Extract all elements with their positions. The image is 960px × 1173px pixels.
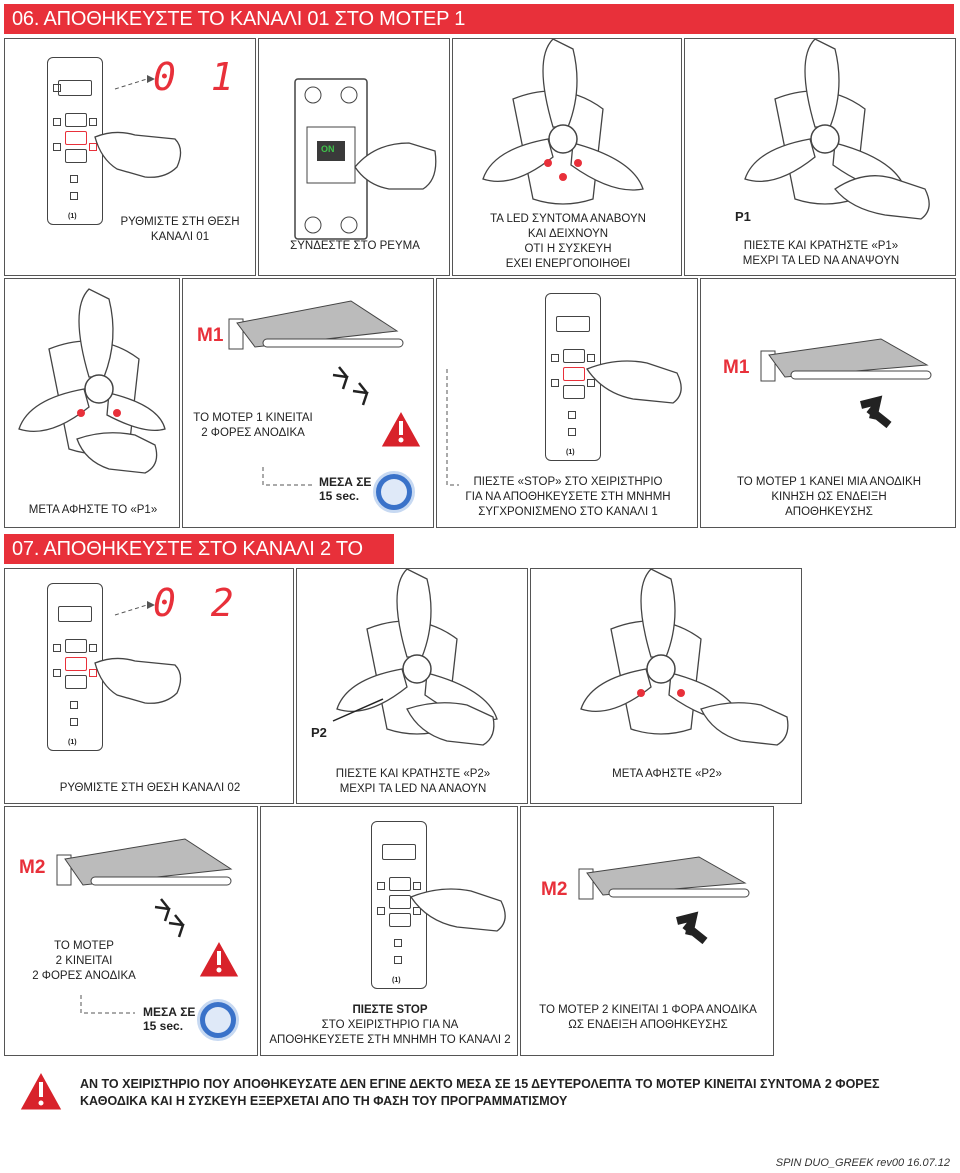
breaker-illustration: [294, 78, 437, 240]
step-panel-power-on: ON ΣΥΝΔΕΣΤΕ ΣΤΟ ΡΕΥΜΑ: [258, 38, 450, 276]
clock-icon: [373, 471, 415, 513]
key-label-p2: P2: [311, 725, 327, 740]
display-digits: 0 2: [153, 581, 240, 625]
motor-label: M2: [541, 879, 568, 900]
remote-control: (1): [545, 293, 601, 461]
motor-label: M1: [723, 357, 750, 378]
warning-icon: [19, 1070, 63, 1111]
display-digits: 0 1: [153, 55, 240, 99]
remote-control: (1): [47, 57, 103, 225]
hand-illustration: [410, 888, 506, 932]
awning-illustration: [760, 338, 932, 429]
caption: ΜΕΤΑ ΑΦΗΣΤΕ «P2»: [612, 768, 722, 780]
warning-note: ΑΝ ΤΟ ΧΕΙΡΙΣΤΗΡΙΟ ΠΟΥ ΑΠΟΘΗΚΕΥΣΑΤΕ ΔΕΝ Ε…: [80, 1077, 880, 1108]
hand-illustration: [446, 360, 682, 486]
motor-label: M2: [19, 857, 46, 878]
remote-footer-label: (1): [392, 977, 401, 984]
receiver-hand-illustration: [18, 288, 166, 474]
footer-revision: SPIN DUO_GREEK rev00 16.07.12: [775, 1157, 950, 1169]
receiver-illustration: [482, 39, 644, 205]
receiver-hand-illustration: [580, 569, 789, 746]
step-panel-set-channel-02: (1) 0 2 ΡΥΘΜΙΣΤΕ ΣΤΗ ΘΕΣΗ ΚΑΝΑΛΙ 02: [4, 568, 294, 804]
awning-illustration: [578, 856, 750, 945]
clock-icon: [197, 999, 239, 1041]
seven-segment-display: 0 1: [153, 55, 255, 101]
warning-icon: [198, 939, 240, 978]
caption: ΠΙΕΣΤΕ ΚΑΙ ΚΡΑΤΗΣΤΕ «P2»ΜΕΧΡΙ ΤΑ LED ΝΑ …: [335, 768, 491, 795]
step-panel-release-p1: ΜΕΤΑ ΑΦΗΣΤΕ ΤΟ «P1»: [4, 278, 180, 528]
awning-illustration: [228, 300, 404, 486]
remote-footer-label: (1): [68, 213, 77, 220]
caption: ΣΥΝΔΕΣΤΕ ΣΤΟ ΡΕΥΜΑ: [290, 240, 420, 252]
section-title-06: 06. ΑΠΟΘΗΚΕΥΣΤΕ ΤΟ ΚΑΝΑΛΙ 01 ΣΤΟ ΜΟΤΕΡ 1: [4, 4, 954, 34]
caption: ΜΕΤΑ ΑΦΗΣΤΕ ΤΟ «P1»: [28, 504, 158, 516]
seven-segment-display: 0 2: [153, 581, 263, 627]
step-panel-release-p2: ΜΕΤΑ ΑΦΗΣΤΕ «P2»: [530, 568, 802, 804]
caption: ΡΥΘΜΙΣΤΕ ΣΤΗ ΘΕΣΗ ΚΑΝΑΛΙ 02: [59, 782, 241, 794]
on-switch-label: ON: [321, 144, 335, 154]
remote-footer-label: (1): [566, 449, 575, 456]
illustration-display-hand: [94, 601, 182, 704]
step-panel-press-p1: P1 ΠΙΕΣΤΕ ΚΑΙ ΚΡΑΤΗΣΤΕ «P1»ΜΕΧΡΙ ΤΑ LED …: [684, 38, 956, 276]
key-label-p1: P1: [735, 209, 751, 224]
receiver-hand-illustration: [332, 569, 498, 746]
illustration-display-hand: [94, 75, 182, 178]
step-panel-press-p2: P2 ΠΙΕΣΤΕ ΚΑΙ ΚΡΑΤΗΣΤΕ «P2»ΜΕΧΡΙ ΤΑ LED …: [296, 568, 528, 804]
remote-footer-label: (1): [68, 739, 77, 746]
section-title-07: 07. ΑΠΟΘΗΚΕΥΣΤΕ ΣΤΟ ΚΑΝΑΛΙ 2 ΤΟ ΜΟΤΕΡ 2: [4, 534, 394, 590]
receiver-hand-illustration: [744, 39, 930, 220]
caption: ΠΙΕΣΤΕ ΚΑΙ ΚΡΑΤΗΣΤΕ «P1»ΜΕΧΡΙ ΤΑ LED ΝΑ …: [742, 240, 900, 267]
warning-icon: [380, 409, 422, 448]
awning-illustration: [56, 838, 233, 1014]
motor-label: M1: [197, 325, 224, 346]
